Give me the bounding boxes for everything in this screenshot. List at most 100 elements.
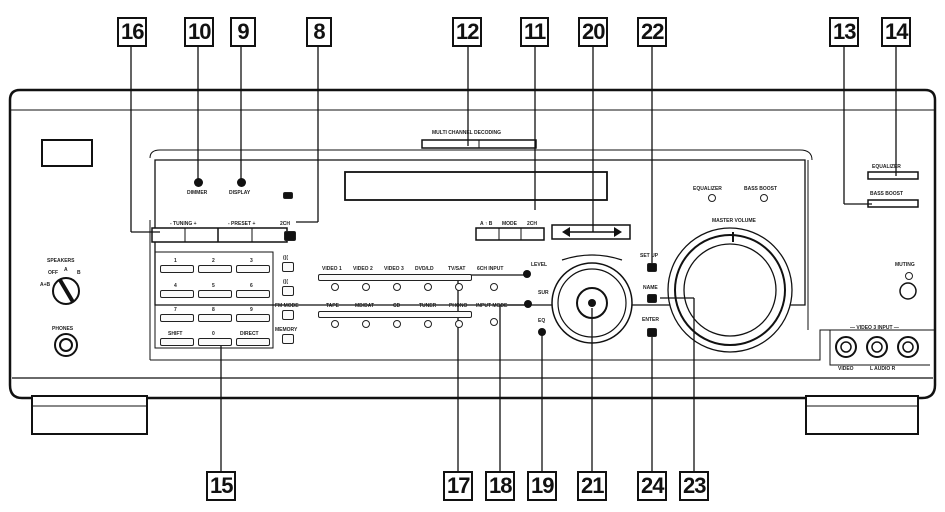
- callout-23: 23: [679, 471, 710, 501]
- enter-button[interactable]: [647, 328, 657, 337]
- bass-boost-button-label: BASS BOOST: [870, 191, 904, 197]
- callout-17: 17: [443, 471, 474, 501]
- ir-sensor: [283, 192, 293, 199]
- master-volume-knob[interactable]: [686, 246, 774, 334]
- key-7[interactable]: [160, 314, 194, 322]
- key-2[interactable]: [198, 265, 232, 273]
- speakers-selector-knob[interactable]: [53, 278, 79, 304]
- input-video1-led: [331, 283, 339, 291]
- callout-13: 13: [829, 17, 860, 47]
- setup-label: SET UP: [640, 253, 659, 259]
- video-jack[interactable]: [836, 337, 856, 357]
- memory-label: MEMORY: [275, 327, 298, 333]
- audio-left-jack[interactable]: [867, 337, 887, 357]
- shift-label: SHIFT: [168, 331, 183, 337]
- input-dvdld-label: DVD/LD: [415, 266, 434, 272]
- preset-minus-button[interactable]: [218, 228, 252, 242]
- key-0[interactable]: [198, 338, 232, 346]
- fm-mode-button[interactable]: [282, 310, 294, 320]
- callout-16: 16: [117, 17, 148, 47]
- setup-button[interactable]: [647, 263, 657, 272]
- audio-right-jack[interactable]: [898, 337, 918, 357]
- muting-indicator: [905, 272, 913, 280]
- key-6[interactable]: [236, 290, 270, 298]
- display-button[interactable]: [237, 178, 246, 187]
- tuning-label: - TUNING +: [170, 221, 197, 227]
- key-6-label: 6: [250, 283, 253, 289]
- 2ch-audio-button[interactable]: [284, 231, 296, 241]
- enter-label: ENTER: [642, 317, 659, 323]
- speakers-label: SPEAKERS: [47, 258, 75, 264]
- multi-channel-decoding-button[interactable]: [422, 140, 536, 148]
- dimmer-button[interactable]: [194, 178, 203, 187]
- 6ch-input-label: 6CH INPUT: [477, 266, 504, 272]
- key-5[interactable]: [198, 290, 232, 298]
- muting-label: MUTING: [895, 262, 915, 268]
- jog-left-right-button[interactable]: [552, 225, 630, 239]
- key-8[interactable]: [198, 314, 232, 322]
- input-mode-label: INPUT MODE: [476, 303, 508, 309]
- speakers-off-label: OFF: [48, 270, 58, 276]
- phones-label: PHONES: [52, 326, 74, 332]
- callout-24: 24: [637, 471, 668, 501]
- input-button-row-bottom[interactable]: [318, 311, 472, 318]
- shift-key[interactable]: [160, 338, 194, 346]
- muting-button[interactable]: [899, 282, 917, 300]
- video-jack-label: VIDEO: [838, 366, 854, 372]
- bass-boost-button[interactable]: [868, 200, 918, 207]
- input-button-row-top[interactable]: [318, 274, 472, 281]
- direct-key[interactable]: [236, 338, 270, 346]
- key-3[interactable]: [236, 265, 270, 273]
- tuning-minus-button[interactable]: [152, 228, 185, 242]
- input-video2-led: [362, 283, 370, 291]
- sur-button[interactable]: [524, 300, 532, 308]
- equalizer-indicator-label: EQUALIZER: [693, 186, 722, 192]
- bass-boost-indicator: [760, 194, 768, 202]
- phones-jack[interactable]: [55, 334, 77, 356]
- input-row-top: VIDEO 1 VIDEO 2 VIDEO 3 DVD/LD TV/SAT: [318, 266, 472, 291]
- keypad-side-button-1[interactable]: [282, 262, 294, 272]
- tuning-plus-button[interactable]: [185, 228, 218, 242]
- keypad-side-button-2[interactable]: [282, 286, 294, 296]
- callout-21: 21: [577, 471, 608, 501]
- mode-button[interactable]: [499, 228, 521, 240]
- bass-boost-indicator-label: BASS BOOST: [744, 186, 778, 192]
- power-button[interactable]: [42, 140, 92, 166]
- level-button[interactable]: [523, 270, 531, 278]
- input-tuner-label: TUNER: [419, 303, 437, 309]
- input-selector-knob[interactable]: [552, 263, 632, 343]
- key-8-label: 8: [212, 307, 215, 313]
- fm-mode-label: FM MODE: [275, 303, 299, 309]
- callout-20: 20: [578, 17, 609, 47]
- callout-11: 11: [520, 17, 550, 47]
- callout-8: 8: [306, 17, 332, 47]
- equalizer-button[interactable]: [868, 172, 918, 179]
- preset-label: - PRESET +: [228, 221, 256, 227]
- key-9[interactable]: [236, 314, 270, 322]
- callout-12: 12: [452, 17, 483, 47]
- multi-channel-label: MULTI CHANNEL DECODING: [432, 130, 501, 136]
- key-1[interactable]: [160, 265, 194, 273]
- callout-9: 9: [230, 17, 256, 47]
- mode-ab-button[interactable]: [476, 228, 499, 240]
- memory-button[interactable]: [282, 334, 294, 344]
- input-phono-label: PHONO: [449, 303, 468, 309]
- input-mode-button[interactable]: [490, 318, 498, 326]
- keypad-side-label-1: (((: [283, 255, 288, 261]
- input-phono-led: [455, 320, 463, 328]
- name-button[interactable]: [647, 294, 657, 303]
- 2ch-audio-label: 2CH: [280, 221, 291, 227]
- input-row-bottom: TAPE MD/DAT CD TUNER PHONO: [318, 303, 472, 328]
- display-window: [345, 172, 607, 200]
- level-label: LEVEL: [531, 262, 548, 268]
- input-cd-label: CD: [393, 303, 401, 309]
- 2ch-button[interactable]: [521, 228, 544, 240]
- preset-plus-button[interactable]: [252, 228, 287, 242]
- input-cd-led: [393, 320, 401, 328]
- key-2-label: 2: [212, 258, 215, 264]
- eq-button[interactable]: [538, 328, 546, 336]
- key-4[interactable]: [160, 290, 194, 298]
- 6ch-input-led[interactable]: [490, 283, 498, 291]
- speakers-b-label: B: [77, 270, 81, 276]
- speakers-ab-label: A+B: [40, 282, 51, 288]
